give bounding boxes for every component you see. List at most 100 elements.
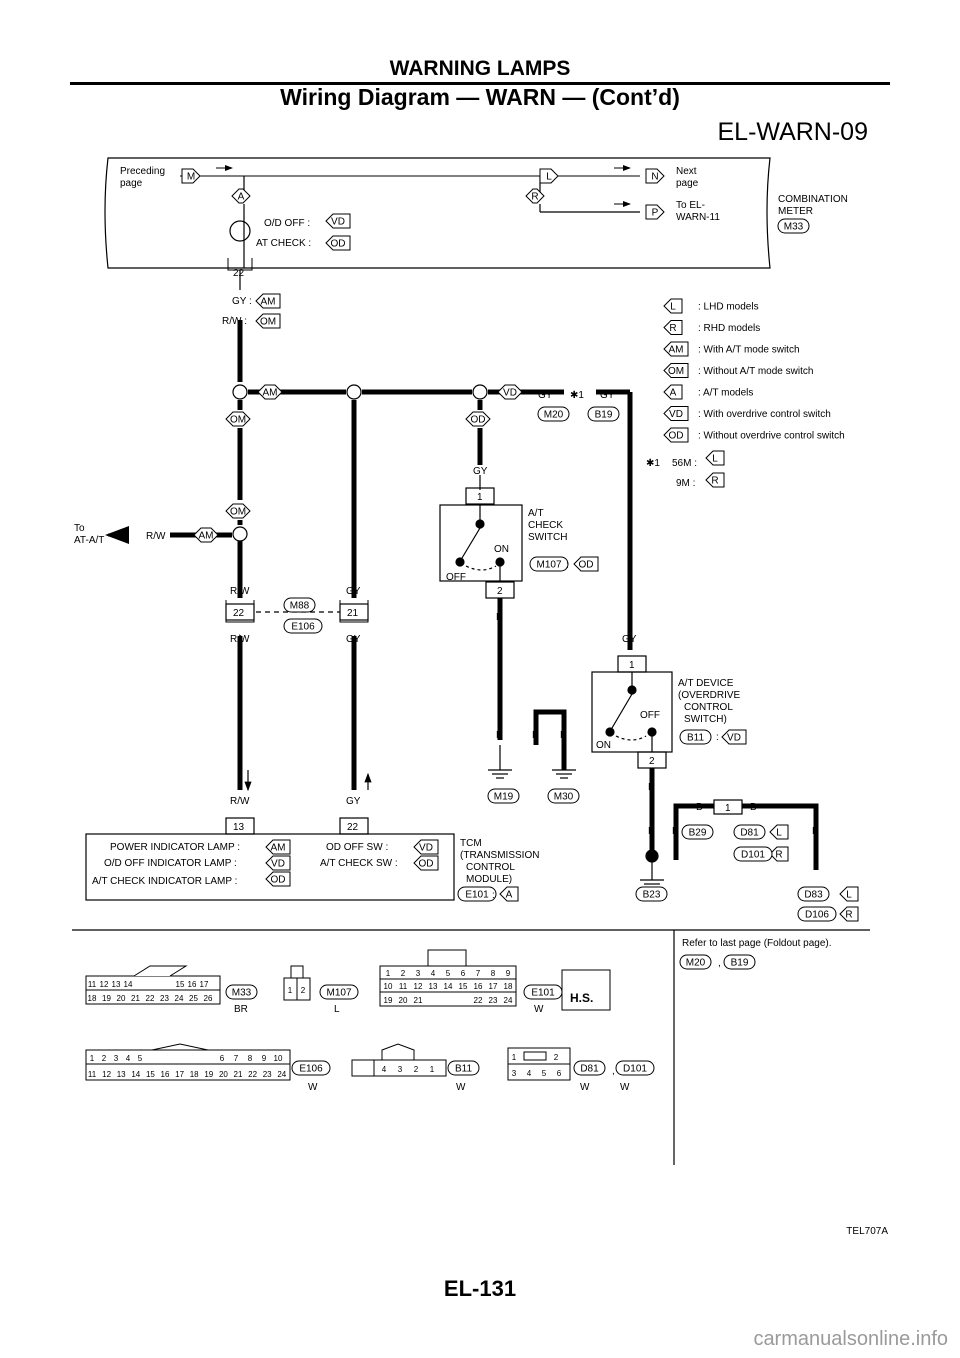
tag-am-2: AM — [257, 384, 283, 400]
conn-b29: B29 — [681, 824, 714, 840]
tag-od-meter-text: OD — [331, 239, 346, 250]
pin-cell: 1 — [386, 969, 391, 978]
tag-vd-dev-text: VD — [727, 733, 741, 744]
tag-vd-tcm: VD — [265, 855, 291, 871]
pin-cell: 16 — [161, 1070, 170, 1079]
b-dev: B — [648, 782, 655, 793]
header-rule — [70, 82, 890, 85]
tag-om-2-text: OM — [230, 415, 246, 426]
conn-d81-face-text: D81 — [580, 1064, 599, 1075]
pin-cell: 22 — [248, 1070, 257, 1079]
pin-cell: 11 — [399, 982, 408, 991]
pin-cell: 7 — [476, 969, 481, 978]
pin-cell: 6 — [461, 969, 466, 978]
svg-text:A/T CHECK SW :: A/T CHECK SW : — [320, 858, 398, 869]
pin-2-dev: 2 — [649, 756, 655, 767]
pin-cell: 4 — [431, 969, 436, 978]
pin-cell: 12 — [414, 982, 423, 991]
to-label-2: WARN-11 — [676, 212, 720, 223]
pin-1-b29: 1 — [725, 803, 731, 814]
rw-top: R/W — [230, 586, 250, 597]
tcm-texts: POWER INDICATOR LAMP : O/D OFF INDICATOR… — [92, 838, 539, 901]
pin-cell: 10 — [274, 1054, 283, 1063]
pin-cell: 15 — [176, 980, 185, 989]
pin-cell: 5 — [138, 1054, 143, 1063]
svg-text:A/T: A/T — [528, 508, 544, 519]
check-switch-texts: A/T CHECK SWITCH ON OFF : — [446, 508, 569, 583]
conn-d101: D101 — [733, 846, 773, 862]
tag-p-text: P — [652, 208, 659, 219]
svg-text:BR: BR — [234, 1004, 248, 1015]
svg-text:(OVERDRIVE: (OVERDRIVE — [678, 690, 741, 701]
pin-cell: 9 — [262, 1054, 267, 1063]
conn-d83: D83 — [797, 886, 830, 902]
tag-vd-tcm2-text: VD — [419, 843, 433, 854]
pin-cell: 14 — [124, 980, 133, 989]
pin-cell: 24 — [277, 1070, 286, 1079]
b-dev3: B — [672, 826, 679, 837]
svg-text:O/D OFF INDICATOR LAMP :: O/D OFF INDICATOR LAMP : — [104, 858, 237, 869]
tag-vd-tcm2: VD — [413, 839, 439, 855]
rw-tcm: R/W — [230, 796, 250, 807]
next-label-2: page — [676, 178, 699, 189]
pin-cell: 1 — [512, 1053, 517, 1062]
tag-od-tcm2: OD — [413, 855, 439, 871]
pin-2-check: 2 — [497, 586, 503, 597]
legend-tag-0-text: L — [670, 302, 676, 313]
conn-d106-text: D106 — [805, 910, 829, 921]
pin-cell: 18 — [190, 1070, 199, 1079]
conn-m30: M30 — [547, 788, 580, 804]
tag-od-1: OD — [465, 411, 491, 427]
pin-cell: 17 — [489, 982, 498, 991]
tag-r-d106-text: R — [845, 910, 852, 921]
tag-n-text: N — [651, 172, 658, 183]
pin-cell: 14 — [444, 982, 453, 991]
conn-b11-face: B11 — [447, 1060, 480, 1076]
pin-cell: 3 — [416, 969, 421, 978]
pin-cell: 20 — [117, 994, 126, 1003]
b-29b: B — [750, 802, 757, 813]
tag-od-check: OD — [573, 556, 599, 572]
conn-m20-ref: M20 — [679, 954, 712, 970]
figure-code: TEL707A — [846, 1226, 888, 1237]
conn-e106-text: E106 — [291, 622, 315, 633]
conn-m107: M107 — [529, 556, 569, 572]
conn-d101-text: D101 — [741, 850, 765, 861]
tag-vd-1-text: VD — [503, 388, 517, 399]
svg-text:(TRANSMISSION: (TRANSMISSION — [460, 850, 539, 861]
gy-bot: GY — [346, 634, 361, 645]
svg-text:ON: ON — [494, 544, 509, 555]
conn-d81-text: D81 — [740, 828, 759, 839]
pin-cell: 11 — [88, 1070, 97, 1079]
legend-tag-6: OD — [663, 427, 689, 443]
svg-text:Refer to last page (Foldout pa: Refer to last page (Foldout page). — [682, 938, 832, 949]
pin-cell: 19 — [102, 994, 111, 1003]
svg-text::: : — [716, 732, 719, 743]
svg-text:L: L — [334, 1004, 340, 1015]
tag-r: R — [525, 188, 545, 204]
tag-a: A — [231, 188, 251, 204]
tag-am-tcm: AM — [265, 839, 291, 855]
pin-cell: 14 — [131, 1070, 140, 1079]
conn-e101-face-text: E101 — [531, 988, 555, 999]
tag-p: P — [645, 204, 665, 220]
tag-l-star-text: L — [712, 454, 718, 465]
pin-22-tcm: 22 — [347, 822, 359, 833]
svg-text:SWITCH: SWITCH — [528, 532, 567, 543]
pin-cell: 6 — [557, 1069, 562, 1078]
pin-cell: 6 — [220, 1054, 225, 1063]
tag-n: N — [645, 168, 665, 184]
svg-text:MODULE): MODULE) — [466, 874, 512, 885]
legend-tag-6-text: OD — [669, 431, 684, 442]
svg-text:A/T DEVICE: A/T DEVICE — [678, 678, 734, 689]
hs-mark: H.S. — [570, 991, 593, 1005]
conn-d106: D106 — [797, 906, 837, 922]
tag-r-star-text: R — [711, 476, 718, 487]
pin-13: 13 — [233, 822, 245, 833]
gy-device: GY — [622, 634, 637, 645]
conn-b11: B11 — [679, 729, 712, 745]
conn-b23-text: B23 — [643, 890, 661, 901]
conn-m88-text: M88 — [290, 601, 310, 612]
pin-cell: 26 — [204, 994, 213, 1003]
conn-m107-face-text: M107 — [326, 988, 351, 999]
